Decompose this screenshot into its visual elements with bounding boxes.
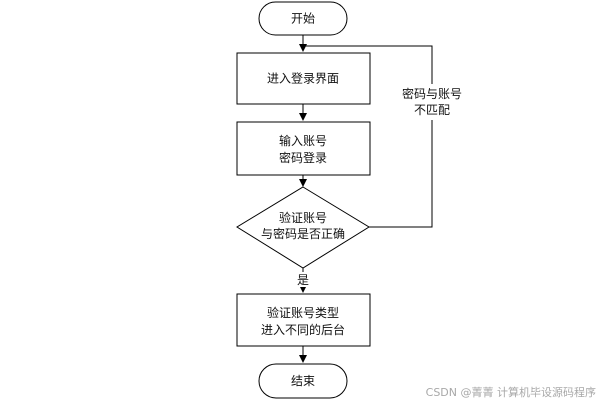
route-backend-label-line1: 验证账号类型: [267, 305, 339, 320]
route-backend-label-line2: 进入不同的后台: [261, 322, 345, 337]
input-credentials-box: [236, 121, 371, 176]
edge-mismatch-loop: [304, 45, 433, 228]
login-page-box: [236, 52, 371, 105]
input-credentials-label-line1: 输入账号: [279, 133, 327, 148]
mismatch-label-bg: [394, 84, 470, 120]
watermark: CSDN @菁菁 计算机毕设源码程序: [426, 385, 596, 399]
login-page-label: 进入登录界面: [267, 71, 339, 86]
verify-label-line2: 与密码是否正确: [261, 226, 345, 241]
yes-label-bg: [295, 272, 311, 287]
verify-decision: [236, 186, 370, 269]
verify-label-line1: 验证账号: [279, 210, 327, 225]
mismatch-label-line2: 不匹配: [414, 103, 450, 117]
mismatch-label-line1: 密码与账号: [402, 86, 462, 101]
input-credentials-label-line2: 密码登录: [279, 150, 327, 165]
end-terminal: [258, 363, 348, 399]
start-terminal: [258, 1, 348, 36]
start-label: 开始: [291, 12, 315, 26]
yes-label: 是: [297, 273, 309, 287]
route-backend-box: [236, 293, 371, 347]
end-label: 结束: [291, 374, 315, 388]
